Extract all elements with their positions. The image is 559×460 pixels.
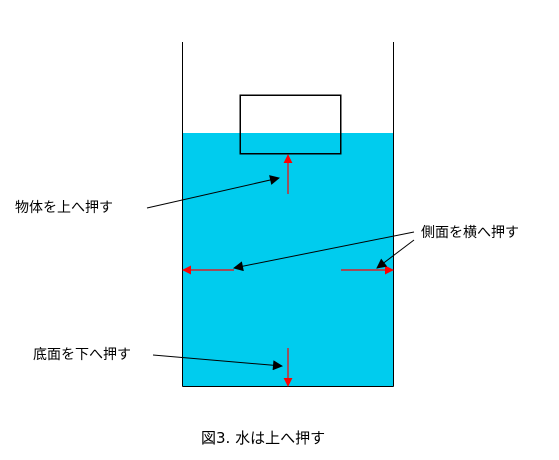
label-object-pushed-up: 物体を上へ押す bbox=[15, 200, 113, 216]
pointer-side-right bbox=[376, 239, 415, 269]
pointer-bottom-down bbox=[152, 354, 283, 371]
floating-object-above-water bbox=[240, 95, 341, 133]
label-sides-pushed: 側面を横へ押す bbox=[421, 225, 519, 241]
pointer-lines bbox=[146, 175, 415, 371]
floating-object-outline bbox=[240, 95, 341, 154]
pointer-side-left bbox=[233, 231, 415, 272]
pointer-object-up bbox=[146, 175, 280, 209]
pressure-arrows bbox=[182, 154, 394, 387]
figure-caption: 図3. 水は上へ押す bbox=[201, 429, 325, 447]
label-bottom-pushed: 底面を下へ押す bbox=[33, 347, 131, 363]
